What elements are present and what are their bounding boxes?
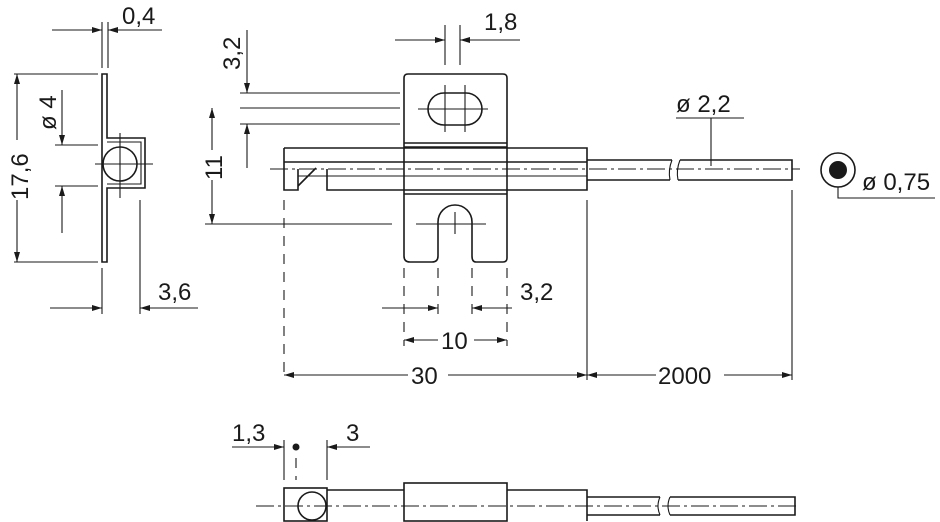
dim-length-body: 30 [411, 363, 438, 390]
bottom-view: 1,3 3 [232, 420, 800, 522]
dim-cable-diameter: ø 2,2 [676, 91, 731, 118]
dim-slot-bottom: 3,2 [520, 279, 553, 306]
dim-clip-width: 10 [441, 328, 468, 355]
dim-cable-length: 2000 [658, 363, 711, 390]
dim-bottom-width: 3 [346, 420, 359, 447]
dim-height-11: 11 [201, 155, 228, 180]
dim-depth: 3,6 [158, 279, 191, 306]
dim-slot-offset: 3,2 [219, 37, 246, 70]
dim-slot-width: 1,8 [484, 9, 517, 36]
dim-bottom-offset: 1,3 [232, 420, 265, 447]
side-view: 0,4 17,6 ø 4 3,6 [7, 3, 198, 314]
center-mark-icon [292, 443, 300, 451]
dim-hole-diameter: ø 4 [35, 95, 62, 130]
wire-core-icon [829, 161, 847, 179]
dim-thickness: 0,4 [122, 3, 155, 30]
front-view: 3,2 11 1,8 ø 2,2 3,2 10 30 2000 [201, 9, 800, 390]
cable-end-view: ø 0,75 [820, 152, 935, 199]
dim-height-total: 17,6 [7, 153, 34, 200]
dim-wire-diameter: ø 0,75 [862, 169, 930, 196]
